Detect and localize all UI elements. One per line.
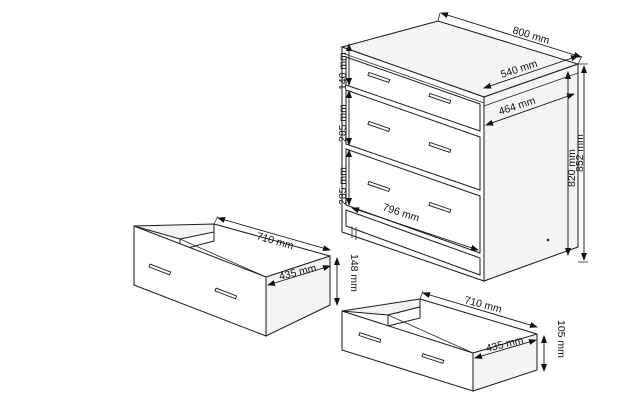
drawer-handle	[148, 263, 172, 276]
drawer-handle	[367, 120, 391, 133]
small-drawer-front	[341, 310, 474, 392]
drawer-handle	[428, 141, 452, 154]
middle-drawer-height-label: 285 mm	[337, 104, 349, 142]
drawer-handle	[367, 180, 391, 193]
chest-of-drawers: 800 mm 540 mm 464 mm 796 mm 852 mm 820 m…	[337, 12, 588, 282]
dim-line-large-drawer-length	[217, 217, 331, 251]
cabinet-body-height-label: 820 mm	[566, 149, 578, 187]
large-drawer-height-label: 148 mm	[348, 254, 360, 292]
drawer-handle	[428, 92, 452, 105]
bottom-drawer-height-label: 285 mm	[337, 167, 349, 205]
drawer-handle	[358, 332, 382, 343]
dim-line-small-drawer-length	[422, 292, 538, 328]
dim-line-inner-depth	[485, 93, 575, 126]
drawer-handle	[421, 353, 445, 364]
large-drawer: 710 mm 435 mm 148 mm	[133, 215, 360, 337]
large-drawer-inner-left	[133, 223, 215, 240]
dim-line-depth	[483, 55, 579, 89]
dim-line-width	[440, 12, 582, 58]
dim-line-front-width	[351, 207, 479, 251]
top-drawer-height-label: 140 mm	[337, 52, 349, 90]
drawer-handle	[214, 287, 238, 300]
small-drawer-height-label: 105 mm	[555, 320, 567, 358]
cabinet-width-label: 800 mm	[511, 24, 551, 47]
drawer-handle	[367, 71, 391, 84]
dim-line-large-drawer-width	[267, 265, 331, 286]
dim-line-small-drawer-width	[474, 339, 537, 359]
large-drawer-length-label: 710 mm	[255, 230, 295, 252]
small-drawer-back	[387, 306, 421, 327]
large-drawer-front	[133, 225, 267, 337]
small-drawer-length-label: 710 mm	[463, 294, 503, 315]
cabinet-total-height-label: 852 mm	[574, 134, 586, 172]
small-drawer: 710 mm 435 mm 105 mm	[341, 290, 567, 392]
